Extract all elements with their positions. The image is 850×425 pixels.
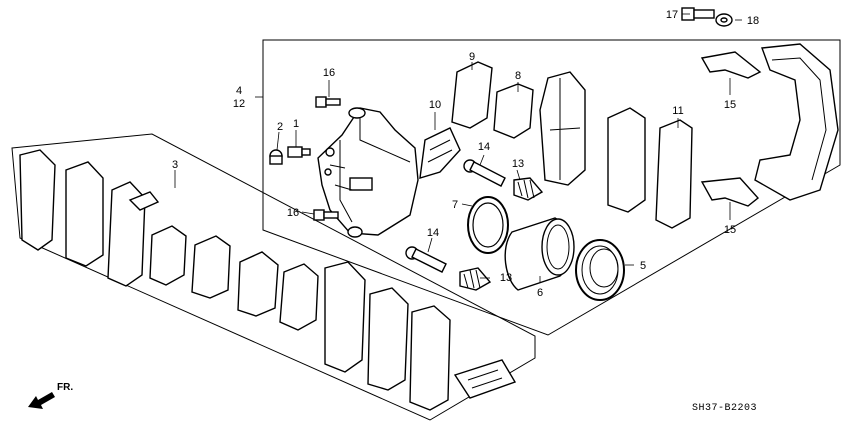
kit-pad-2 <box>65 161 104 267</box>
callout-18: 18 <box>747 15 759 27</box>
pad-backing-11 <box>655 119 693 229</box>
leader-lines <box>174 13 742 283</box>
inner-brake-pad <box>539 71 586 186</box>
callout-1: 1 <box>293 118 299 130</box>
callout-7: 7 <box>452 199 458 211</box>
callout-15-upper: 15 <box>724 99 736 111</box>
bleeder-screw <box>287 146 311 158</box>
kit-pad-3 <box>107 181 146 287</box>
callout-17: 17 <box>666 9 678 21</box>
kit-pad-5 <box>367 287 409 391</box>
caliper-body <box>317 107 419 238</box>
kit-pad-1 <box>19 149 56 251</box>
pin-boot-lower <box>459 267 492 291</box>
callout-11: 11 <box>672 105 683 117</box>
kit-shim-3 <box>237 251 279 317</box>
callout-16-lower: 16 <box>287 207 299 219</box>
slide-pin-upper <box>463 159 506 187</box>
callout-5: 5 <box>640 260 646 272</box>
callout-10: 10 <box>429 99 441 111</box>
grease-packet <box>453 359 517 399</box>
dust-seal <box>575 239 625 301</box>
bolt-16-lower <box>313 209 339 221</box>
pad-retainer-upper <box>700 51 762 79</box>
kit-shim-2 <box>191 235 231 299</box>
piston-seal <box>467 196 509 254</box>
front-direction-arrow-icon <box>28 392 55 409</box>
pad-clip-10 <box>419 127 461 179</box>
slide-pin-lower <box>405 246 447 273</box>
bleeder-cap <box>269 149 283 165</box>
kit-clip <box>128 191 160 211</box>
callout-15-lower: 15 <box>724 224 736 236</box>
callout-6: 6 <box>537 287 543 299</box>
bolt-16-upper <box>315 96 341 108</box>
pin-boot-upper <box>513 177 544 201</box>
callout-13-upper: 13 <box>512 158 524 170</box>
outer-brake-pad <box>607 107 646 213</box>
callout-3: 3 <box>172 159 178 171</box>
washer-18 <box>715 13 733 27</box>
kit-pad-6 <box>409 305 451 411</box>
callout-9: 9 <box>469 51 475 63</box>
callout-13-lower: 13 <box>500 272 512 284</box>
callout-2: 2 <box>277 121 283 133</box>
callout-14-lower: 14 <box>427 227 439 239</box>
shim-9 <box>451 61 493 129</box>
diagram-code: SH37-B2203 <box>692 403 757 414</box>
piston <box>504 217 575 291</box>
callout-8: 8 <box>515 70 521 82</box>
pad-retainer-lower <box>700 177 760 207</box>
caliper-assembly-box <box>262 39 841 336</box>
callout-4: 4 <box>236 85 242 97</box>
callout-12: 12 <box>233 98 245 110</box>
kit-shim-4 <box>279 263 319 331</box>
caliper-bracket <box>754 43 839 201</box>
shim-8 <box>493 83 534 139</box>
kit-pad-4 <box>324 261 366 373</box>
pad-kit-box <box>11 133 536 421</box>
front-direction-label: FR. <box>57 382 73 393</box>
kit-shim-1 <box>149 225 187 286</box>
callout-16-upper: 16 <box>323 67 335 79</box>
callout-14-upper: 14 <box>478 141 490 153</box>
